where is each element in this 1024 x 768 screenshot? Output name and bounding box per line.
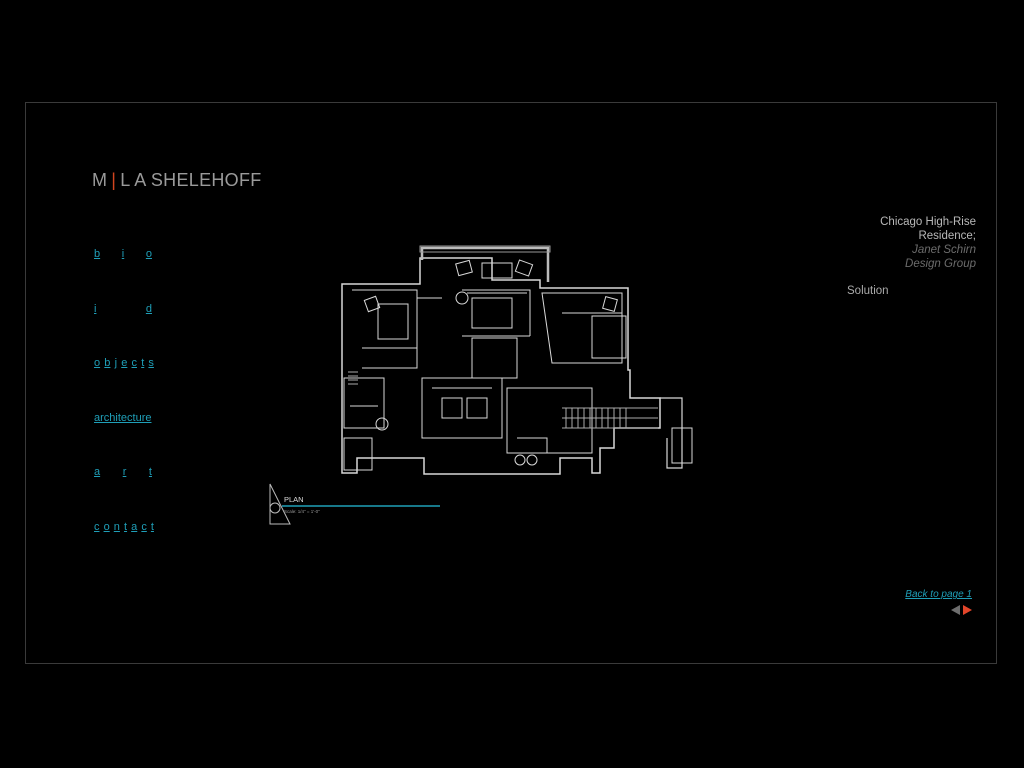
nav-letter: t bbox=[150, 520, 154, 533]
pager-arrows bbox=[949, 605, 975, 617]
nav-letter: t bbox=[123, 520, 128, 533]
nav-letter: t bbox=[148, 466, 152, 479]
nav-letter: a bbox=[94, 466, 101, 479]
nav-letter: b bbox=[104, 357, 111, 370]
nav-letter: t bbox=[141, 357, 145, 370]
project-title-line2: Residence; bbox=[918, 230, 976, 242]
nav-letter: i bbox=[94, 302, 97, 315]
site-logo[interactable]: M|L A SHELEHOFF bbox=[92, 170, 262, 191]
nav-letter: e bbox=[121, 357, 128, 370]
logo-separator: | bbox=[111, 170, 117, 190]
content-frame bbox=[25, 102, 997, 664]
nav-link-architecture[interactable]: architecture bbox=[94, 411, 152, 424]
triangle-left-icon[interactable] bbox=[951, 605, 960, 615]
nav-letter: c bbox=[94, 520, 100, 533]
nav-letter: n bbox=[113, 520, 120, 533]
nav-letter: s bbox=[148, 357, 154, 370]
triangle-right-icon[interactable] bbox=[963, 605, 972, 615]
plan-scale-text: Scale: 1/4" = 1'-0" bbox=[284, 509, 320, 514]
nav-letter: o bbox=[103, 520, 110, 533]
nav-letter: c bbox=[131, 357, 138, 370]
project-designer-line1: Janet Schirn bbox=[912, 244, 976, 256]
nav-letter: r bbox=[122, 466, 127, 479]
nav-letter: d bbox=[145, 302, 152, 315]
project-title-line1: Chicago High-Rise bbox=[880, 216, 976, 228]
nav-letter: i bbox=[121, 248, 125, 260]
nav-letter: o bbox=[94, 357, 101, 370]
nav-letter: c bbox=[141, 520, 147, 533]
nav-letter: o bbox=[145, 248, 152, 260]
nav-letter: b bbox=[94, 248, 101, 260]
section-label: Solution bbox=[847, 285, 889, 297]
logo-name: L A SHELEHOFF bbox=[120, 170, 262, 190]
nav-letter: a bbox=[131, 520, 138, 533]
floor-plan-drawing: PLAN Scale: 1/4" = 1'-0" bbox=[269, 245, 693, 525]
project-caption: Chicago High-Rise Residence; Janet Schir… bbox=[826, 215, 976, 271]
nav-letter: j bbox=[114, 357, 118, 370]
plan-label: PLAN bbox=[284, 495, 304, 504]
back-to-page-link[interactable]: Back to page 1 bbox=[905, 589, 972, 600]
project-designer-line2: Design Group bbox=[905, 258, 976, 270]
logo-initials: M bbox=[92, 170, 108, 190]
